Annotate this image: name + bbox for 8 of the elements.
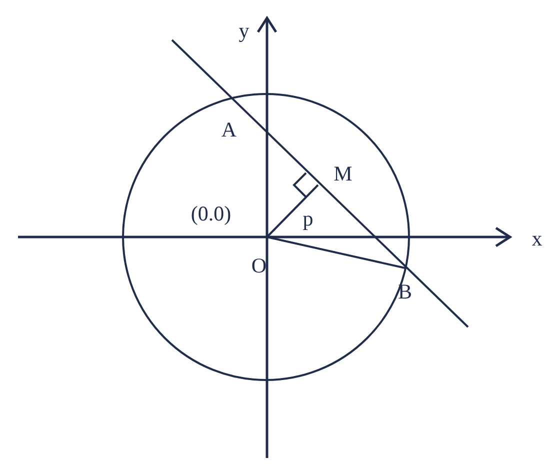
segment-label: p (302, 208, 314, 230)
point-label: A (221, 120, 237, 140)
point-label: M (334, 164, 352, 184)
axis-label: y (238, 20, 250, 42)
axis-label: x (532, 228, 542, 250)
point-label: B (398, 282, 412, 302)
point-label: O (251, 256, 267, 276)
coordinate-label: (0.0) (190, 204, 232, 224)
